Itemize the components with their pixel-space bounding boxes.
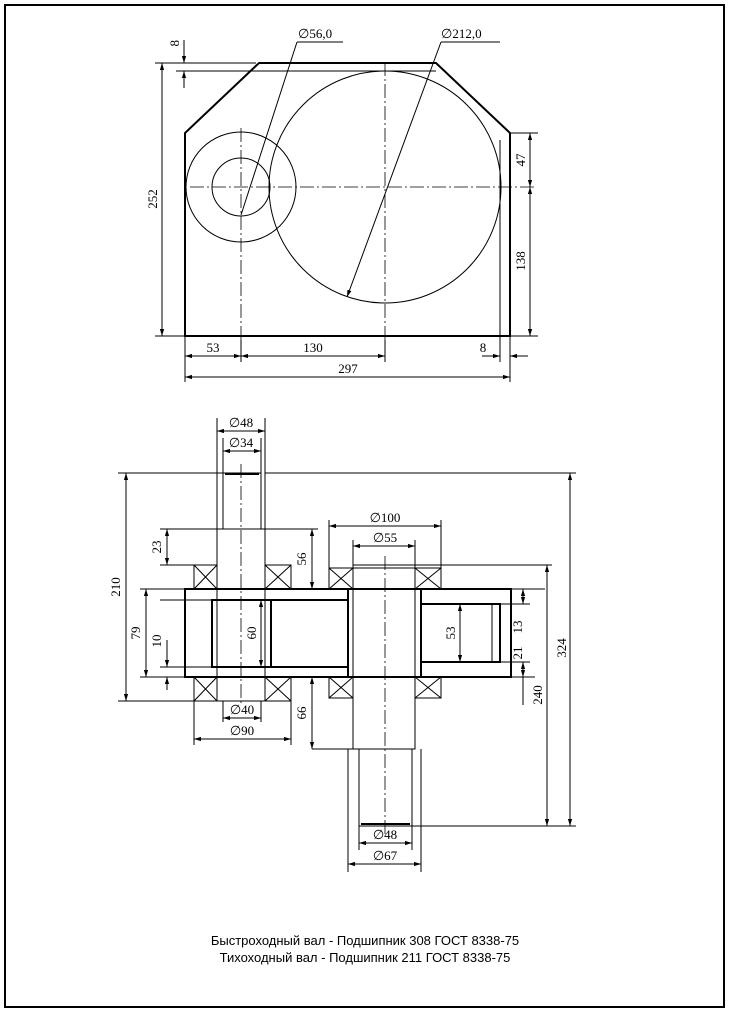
dim-dia-40: ∅40: [230, 702, 254, 717]
dim-13: 13: [510, 621, 525, 634]
leader-dia-large: [346, 41, 442, 298]
dim-23: 23: [149, 541, 164, 554]
fast-shaft-end: [222, 472, 262, 530]
drawing-frame: [4, 4, 725, 1008]
dim-dia-55: ∅55: [373, 530, 397, 545]
shaft-view: ∅48 ∅34 ∅100 ∅55 23 56 210 79 10 60 53 1…: [108, 415, 576, 872]
dim-210: 210: [108, 577, 123, 597]
dim-47: 47: [513, 153, 528, 167]
dim-dia-large: ∅212,0: [441, 26, 482, 41]
caption-line-1: Быстроходный вал - Подшипник 308 ГОСТ 83…: [211, 933, 519, 948]
dim-dia-34: ∅34: [229, 435, 254, 450]
dim-60: 60: [244, 627, 259, 640]
dim-252: 252: [145, 189, 160, 209]
dim-dia-small: ∅56,0: [298, 26, 332, 41]
slow-shaft-end: [358, 748, 413, 827]
dim-297: 297: [338, 361, 358, 376]
dim-dia-100: ∅100: [370, 510, 401, 525]
slow-shaft-hub: [347, 588, 422, 678]
top-view: 8 ∅56,0 ∅212,0 252 47 138 53 130 8 297: [145, 26, 538, 382]
dim-10: 10: [149, 635, 164, 648]
dim-dia-48-top: ∅48: [229, 415, 253, 430]
caption-line-2: Тихоходный вал - Подшипник 211 ГОСТ 8338…: [220, 950, 511, 965]
dim-8-bottom: 8: [480, 340, 487, 355]
dim-21: 21: [510, 647, 525, 660]
pinion-section: [211, 599, 272, 668]
dim-324: 324: [554, 638, 569, 658]
dim-130: 130: [303, 340, 323, 355]
dim-dia-48-bottom: ∅48: [373, 827, 397, 842]
dim-dia-67: ∅67: [373, 848, 398, 863]
dim-53-top: 53: [207, 340, 220, 355]
wheel-web: [270, 599, 349, 668]
dim-138: 138: [513, 251, 528, 271]
dim-56: 56: [294, 552, 309, 566]
dim-dia-90: ∅90: [230, 723, 254, 738]
slow-shaft-body: [352, 564, 416, 750]
dim-53-shaft: 53: [443, 627, 458, 640]
fast-shaft-bearings: [193, 564, 292, 702]
slow-shaft-bearings: [328, 567, 442, 699]
dim-79: 79: [128, 627, 143, 640]
dim-240: 240: [530, 685, 545, 705]
dim-8-top: 8: [167, 40, 182, 47]
dim-66: 66: [294, 706, 309, 720]
